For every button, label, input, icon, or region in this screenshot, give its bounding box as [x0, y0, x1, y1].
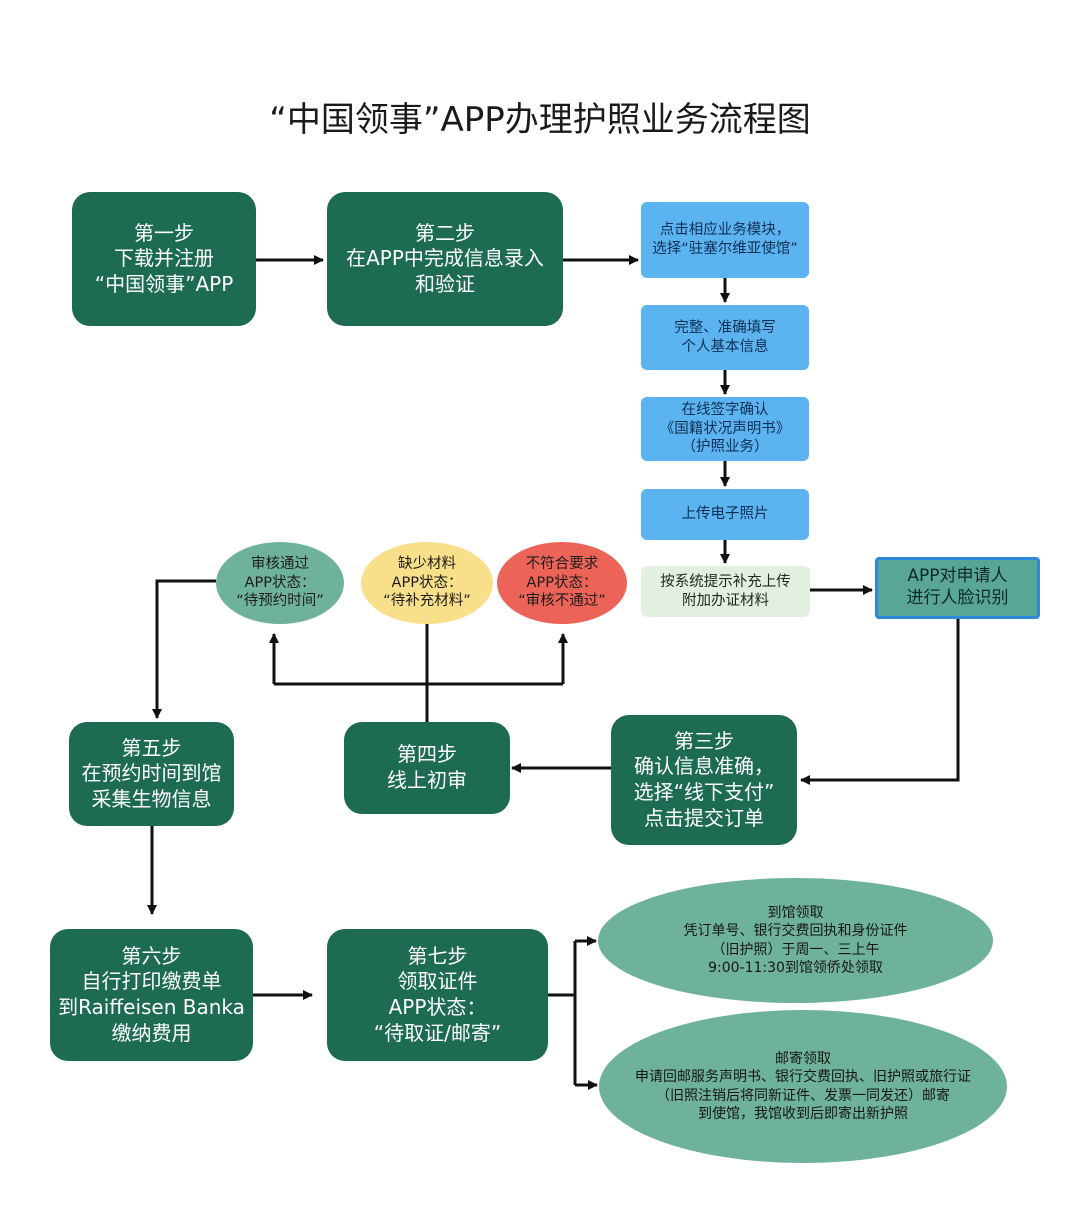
step2-line: 在APP中完成信息录入	[346, 246, 544, 271]
fill-info-line: 个人基本信息	[681, 338, 769, 355]
sign-declaration-line: 在线签字确认	[681, 402, 769, 419]
pickup-in-person-line: 到馆领取	[767, 904, 824, 921]
step3-label: 第三步	[674, 728, 734, 753]
arrow-face-to-step3	[800, 619, 960, 785]
step6-line: 自行打印缴费单	[81, 969, 222, 994]
step4-box: 第四步 线上初审	[344, 722, 510, 814]
status-rejected-line: 不符合要求	[525, 556, 599, 573]
step6-label: 第六步	[121, 943, 182, 968]
select-module-box: 点击相应业务模块， 选择“驻塞尔维亚使馆”	[641, 202, 809, 278]
status-missing-line: APP状态：	[391, 574, 463, 591]
step5-label: 第五步	[121, 735, 182, 760]
status-rejected-line: APP状态：	[526, 574, 598, 591]
fill-info-line: 完整、准确填写	[674, 319, 776, 336]
step5-line: 采集生物信息	[91, 786, 212, 811]
step7-label: 第七步	[407, 943, 468, 968]
status-approved-ellipse: 审核通过 APP状态： “待预约时间”	[216, 542, 344, 624]
step2-line: 和验证	[415, 271, 475, 296]
pickup-in-person-line: 凭订单号、银行交费回执和身份证件	[683, 923, 908, 940]
step7-line: 领取证件	[397, 969, 478, 994]
supplement-materials-box: 按系统提示补充上传 附加办证材料	[641, 566, 810, 617]
step7-line: APP状态：	[388, 995, 487, 1019]
supplement-line: 附加办证材料	[682, 592, 769, 609]
sign-declaration-box: 在线签字确认 《国籍状况声明书》 （护照业务）	[641, 397, 809, 461]
status-approved-line: 审核通过	[251, 556, 309, 573]
upload-photo-box: 上传电子照片	[641, 489, 809, 540]
step2-label: 第二步	[415, 220, 475, 245]
sign-declaration-line: 《国籍状况声明书》	[659, 420, 791, 437]
step6-box: 第六步 自行打印缴费单 到Raiffeisen Banka 缴纳费用	[50, 929, 253, 1061]
step7-box: 第七步 领取证件 APP状态： “待取证/邮寄”	[327, 929, 548, 1061]
step5-line: 在预约时间到馆	[81, 761, 222, 786]
page-title: “中国领事”APP办理护照业务流程图	[269, 100, 811, 140]
step1-line: “中国领事”APP	[94, 271, 234, 296]
pickup-in-person-line: （旧护照）于周一、三上午	[711, 941, 880, 958]
pickup-mail-ellipse: 邮寄领取 申请回邮服务声明书、银行交费回执、旧护照或旅行证 （旧照注销后将同新证…	[599, 1010, 1007, 1163]
sign-declaration-line: （护照业务）	[681, 439, 769, 456]
step2-box: 第二步 在APP中完成信息录入 和验证	[327, 192, 563, 326]
step1-box: 第一步 下载并注册 “中国领事”APP	[72, 192, 256, 326]
select-module-line: 选择“驻塞尔维亚使馆”	[652, 241, 798, 257]
status-missing-line: “待补充材料”	[383, 593, 471, 610]
step3-line: 选择“线下支付”	[633, 780, 775, 804]
step3-line: 点击提交订单	[644, 805, 764, 830]
pickup-mail-line: （旧照注销后将同新证件、发票一同发还）邮寄	[656, 1087, 950, 1104]
step3-box: 第三步 确认信息准确， 选择“线下支付” 点击提交订单	[611, 715, 797, 845]
status-missing-ellipse: 缺少材料 APP状态： “待补充材料”	[361, 542, 493, 624]
step6-line: 缴纳费用	[111, 1020, 192, 1045]
step4-label: 第四步	[397, 742, 457, 767]
fill-info-box: 完整、准确填写 个人基本信息	[641, 305, 809, 370]
step1-label: 第一步	[134, 220, 194, 245]
upload-photo-line: 上传电子照片	[681, 506, 769, 523]
face-recognition-line: APP对申请人	[907, 566, 1008, 587]
face-recognition-line: 进行人脸识别	[906, 588, 1009, 608]
select-module-line: 点击相应业务模块，	[659, 222, 791, 239]
pickup-in-person-line: 9:00-11:30到馆领侨处领取	[708, 959, 883, 976]
step3-line: 确认信息准确，	[634, 754, 774, 779]
pickup-in-person-ellipse: 到馆领取 凭订单号、银行交费回执和身份证件 （旧护照）于周一、三上午 9:00-…	[598, 878, 993, 1003]
pickup-mail-line: 邮寄领取	[775, 1050, 831, 1067]
arrow-approved-to-step5	[152, 579, 216, 719]
status-rejected-line: “审核不通过”	[518, 593, 606, 610]
pickup-mail-line: 到使馆，我馆收到后即寄出新护照	[698, 1105, 908, 1122]
step4-line: 线上初审	[387, 768, 467, 792]
step7-line: “待取证/邮寄”	[373, 1020, 502, 1045]
face-recognition-box: APP对申请人 进行人脸识别	[875, 557, 1040, 619]
status-missing-line: 缺少材料	[398, 556, 456, 573]
step6-line: 到Raiffeisen Banka	[58, 995, 245, 1019]
step1-line: 下载并注册	[114, 246, 214, 271]
status-approved-line: “待预约时间”	[236, 593, 324, 610]
pickup-mail-line: 申请回邮服务声明书、银行交费回执、旧护照或旅行证	[635, 1069, 971, 1086]
step5-box: 第五步 在预约时间到馆 采集生物信息	[69, 722, 234, 826]
status-rejected-ellipse: 不符合要求 APP状态： “审核不通过”	[497, 542, 627, 624]
status-approved-line: APP状态：	[244, 574, 316, 591]
supplement-line: 按系统提示补充上传	[660, 573, 791, 590]
